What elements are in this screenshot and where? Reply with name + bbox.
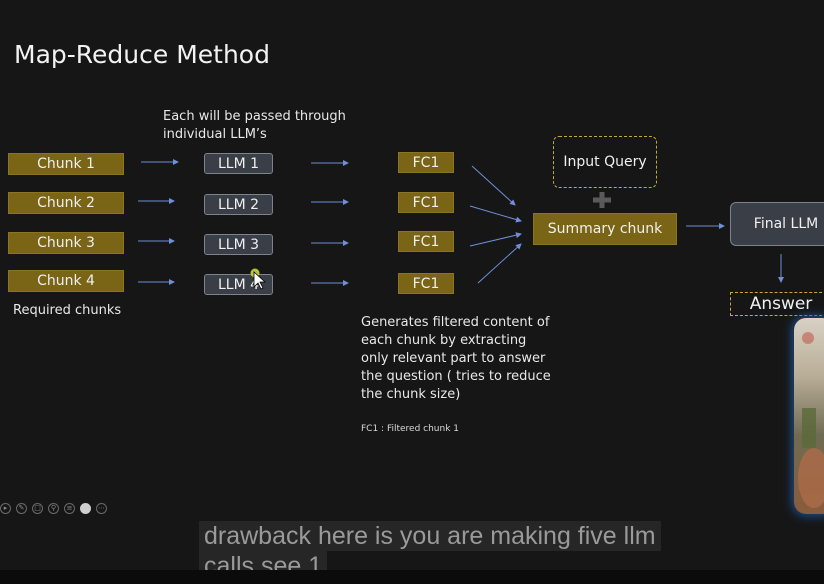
fc-1-box: FC1 (398, 152, 454, 173)
subtitle-line-1: drawback here is you are making five llm (199, 521, 661, 551)
llm-note-line-1: Each will be passed through (163, 109, 346, 124)
arrow-fc1-summary (471, 165, 516, 206)
llm-4-box: LLM 4 (204, 274, 273, 295)
more-icon[interactable]: ⋯ (96, 503, 107, 514)
arrow-fc3-summary (469, 232, 522, 247)
fc-description-line-5: the chunk size) (361, 387, 461, 402)
llm-3-box: LLM 3 (204, 234, 273, 255)
arrow-fc2-summary (469, 205, 522, 223)
fc-description-line-2: each chunk by extracting (361, 333, 527, 348)
camera-icon[interactable] (80, 503, 91, 514)
fc-description: Generates filtered content of each chunk… (361, 314, 551, 404)
fc-description-line-4: the question ( tries to reduce (361, 369, 551, 384)
fc-description-line-1: Generates filtered content of (361, 315, 550, 330)
mouse-cursor-icon (250, 268, 266, 290)
arrow-fc4-summary (477, 243, 522, 284)
fc-2-box: FC1 (398, 192, 454, 213)
bottom-bar (0, 570, 824, 584)
llm-note-line-2: individual LLM’s (163, 127, 267, 142)
chunk-3-box: Chunk 3 (8, 232, 124, 254)
fc-3-box: FC1 (398, 231, 454, 252)
chunk-1-box: Chunk 1 (8, 153, 124, 175)
presenter-video[interactable] (794, 318, 824, 514)
slide-title: Map-Reduce Method (14, 40, 270, 69)
presentation-toolbar: ▸ ✎ □ ⚲ ≡ ⋯ (0, 503, 107, 514)
plus-icon (593, 192, 611, 208)
fc-description-line-3: only relevant part to answer (361, 351, 546, 366)
summary-chunk-box: Summary chunk (533, 213, 677, 245)
subtitles-icon[interactable]: ≡ (64, 503, 75, 514)
fc-legend: FC1 : Filtered chunk 1 (361, 424, 460, 434)
presenter-image (798, 332, 824, 508)
final-llm-box: Final LLM (730, 202, 824, 246)
chunk-2-box: Chunk 2 (8, 192, 124, 214)
play-icon[interactable]: ▸ (0, 503, 11, 514)
zoom-icon[interactable]: ⚲ (48, 503, 59, 514)
input-query-box: Input Query (553, 136, 657, 188)
llm-1-box: LLM 1 (204, 153, 273, 174)
slides-icon[interactable]: □ (32, 503, 43, 514)
answer-box: Answer (730, 292, 824, 316)
llm-2-box: LLM 2 (204, 194, 273, 215)
chunk-4-box: Chunk 4 (8, 270, 124, 292)
required-chunks-label: Required chunks (13, 303, 122, 318)
fc-4-box: FC1 (398, 273, 454, 294)
pen-icon[interactable]: ✎ (16, 503, 27, 514)
llm-note: Each will be passed through individual L… (163, 108, 346, 144)
